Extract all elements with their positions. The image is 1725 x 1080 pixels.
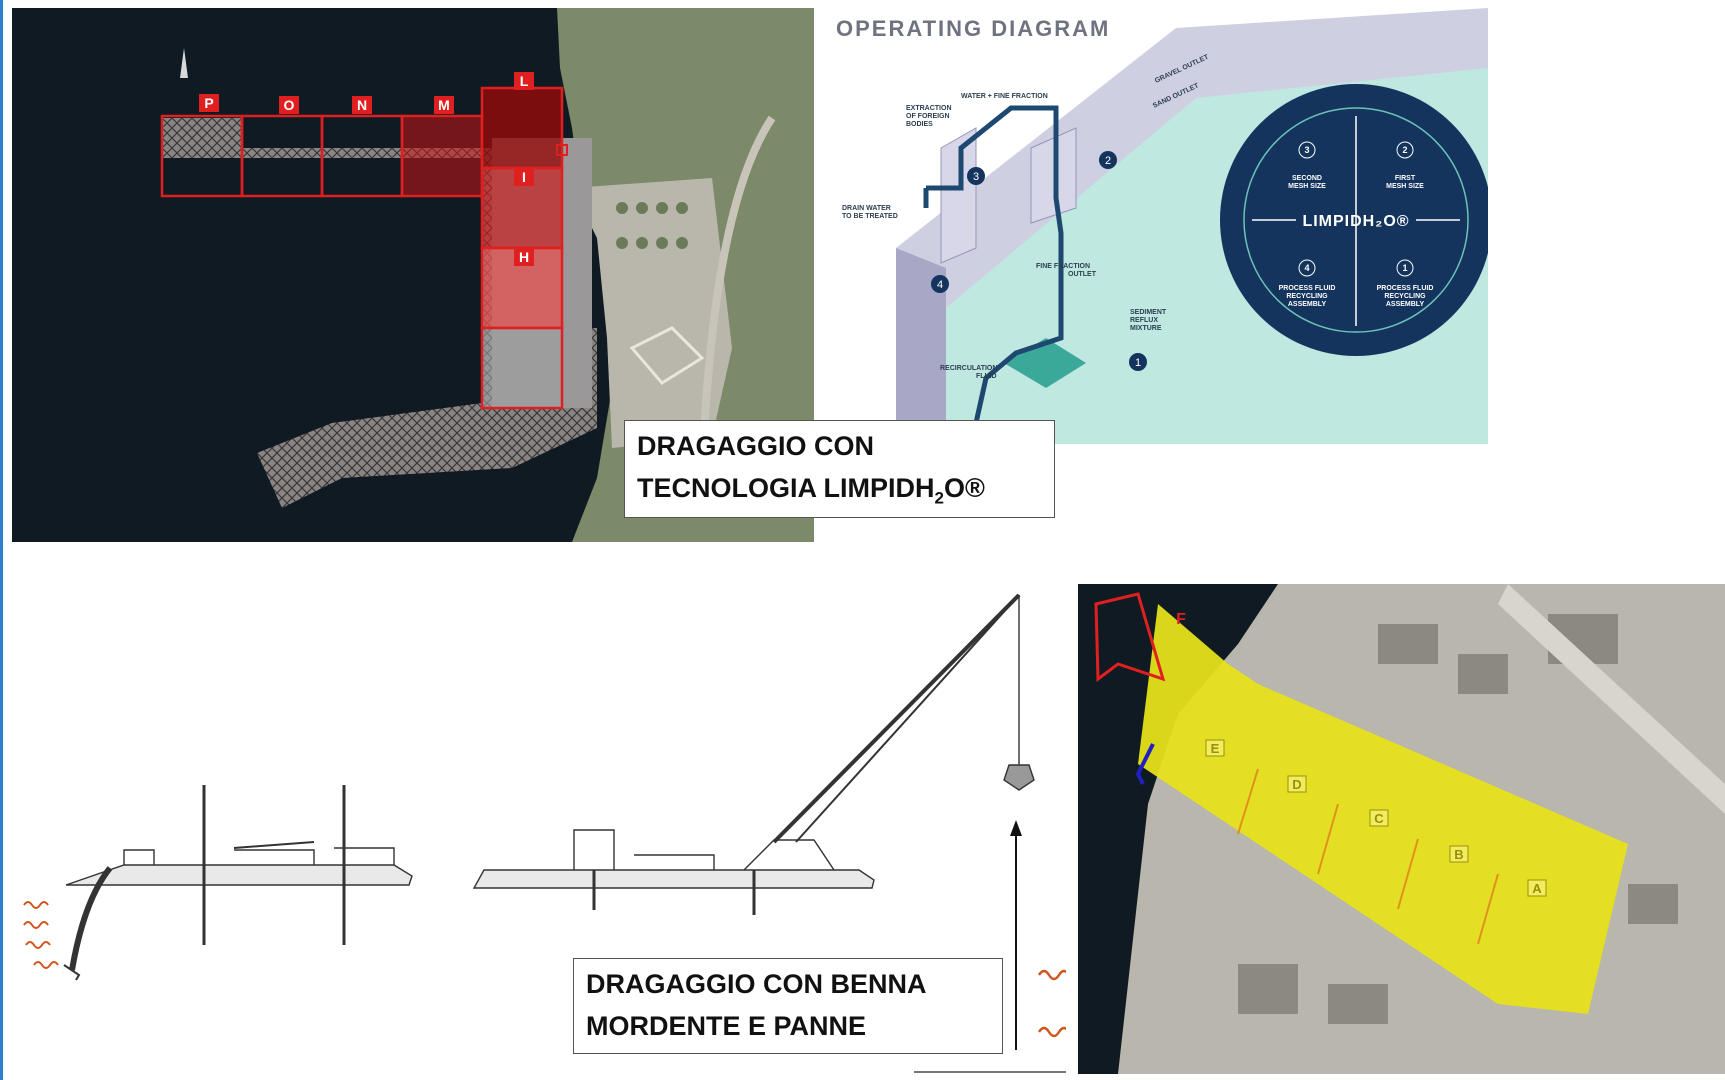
- callout-benna-line1: DRAGAGGIO CON BENNA: [586, 969, 927, 999]
- svg-text:REFLUX: REFLUX: [1130, 317, 1158, 324]
- svg-text:2: 2: [1402, 145, 1407, 155]
- svg-text:M: M: [438, 97, 450, 113]
- crane-barge: [472, 593, 1035, 915]
- limpidh2o-cycle-circle: LIMPIDH₂O® 3 SECOND MESH SIZE 2 FIRST ME…: [1220, 84, 1488, 356]
- svg-text:WATER + FINE FRACTION: WATER + FINE FRACTION: [961, 93, 1048, 100]
- callout-limpid-line1: DRAGAGGIO CON: [637, 431, 875, 461]
- zone-label-b: B: [1449, 845, 1469, 863]
- svg-text:ASSEMBLY: ASSEMBLY: [1288, 301, 1327, 308]
- svg-text:MESH SIZE: MESH SIZE: [1386, 183, 1424, 190]
- svg-text:1: 1: [1402, 263, 1407, 273]
- svg-text:L: L: [520, 73, 529, 89]
- zone-label-l: L: [514, 72, 534, 90]
- svg-text:PROCESS FLUID: PROCESS FLUID: [1377, 285, 1434, 292]
- satellite-map-top: P O N M L I H: [12, 8, 814, 542]
- diagram-title: OPERATING DIAGRAM: [836, 16, 1110, 41]
- svg-text:3: 3: [1304, 145, 1309, 155]
- callout-grab-dredging: DRAGAGGIO CON BENNA MORDENTE E PANNE: [573, 958, 1003, 1054]
- callout-limpidh2o-dredging: DRAGAGGIO CON TECNOLOGIA LIMPIDH2O®: [624, 420, 1055, 518]
- svg-text:B: B: [1454, 847, 1463, 862]
- svg-text:SEDIMENT: SEDIMENT: [1130, 309, 1167, 316]
- svg-text:I: I: [522, 169, 526, 185]
- left-edge-line: [0, 0, 3, 1080]
- zone-label-f: F: [1176, 611, 1186, 628]
- svg-text:FLUID: FLUID: [976, 373, 997, 380]
- svg-text:OUTLET: OUTLET: [1068, 271, 1097, 278]
- zone-label-e: E: [1205, 739, 1225, 757]
- turbidity-swirls-right: [1037, 969, 1066, 1038]
- svg-text:MESH SIZE: MESH SIZE: [1288, 183, 1326, 190]
- svg-text:H: H: [519, 249, 529, 265]
- svg-text:FINE FRACTION: FINE FRACTION: [1036, 263, 1090, 270]
- zone-label-c: C: [1369, 809, 1389, 827]
- zone-label-m: M: [434, 96, 454, 114]
- svg-text:OF FOREIGN: OF FOREIGN: [906, 113, 950, 120]
- callout-benna-line2: MORDENTE E PANNE: [586, 1011, 867, 1041]
- zone-label-i: I: [514, 168, 534, 186]
- svg-text:O: O: [284, 97, 295, 113]
- svg-text:1: 1: [1135, 357, 1141, 369]
- callout-limpid-line2: TECNOLOGIA LIMPIDH2O®: [637, 473, 985, 508]
- svg-text:N: N: [357, 97, 367, 113]
- zone-label-o: O: [279, 96, 299, 114]
- svg-text:RECYCLING: RECYCLING: [1286, 293, 1328, 300]
- port-yard: [572, 178, 732, 448]
- zone-label-d: D: [1287, 775, 1307, 793]
- svg-text:C: C: [1374, 811, 1384, 826]
- svg-text:MIXTURE: MIXTURE: [1130, 325, 1162, 332]
- svg-text:4: 4: [937, 279, 943, 291]
- zone-label-h: H: [514, 248, 534, 266]
- svg-text:ASSEMBLY: ASSEMBLY: [1386, 301, 1425, 308]
- svg-text:RECYCLING: RECYCLING: [1384, 293, 1426, 300]
- wall: [896, 248, 946, 423]
- operating-diagram: OPERATING DIAGRAM 1 2 3 4 WATER + FINE F…: [836, 8, 1488, 444]
- svg-text:BODIES: BODIES: [906, 121, 933, 128]
- dredging-vessels-drawing: [14, 580, 1066, 1080]
- boat: [180, 48, 188, 78]
- svg-text:LIMPIDH₂O®: LIMPIDH₂O®: [1302, 213, 1409, 230]
- cutter-dredger: [63, 785, 413, 981]
- svg-text:SECOND: SECOND: [1292, 175, 1322, 182]
- zone-f-outline: [1094, 592, 1166, 682]
- zone-label-a: A: [1527, 879, 1547, 897]
- svg-text:TO BE TREATED: TO BE TREATED: [842, 213, 898, 220]
- svg-text:F: F: [1176, 611, 1186, 628]
- svg-text:DRAIN WATER: DRAIN WATER: [842, 205, 891, 212]
- svg-text:D: D: [1292, 777, 1301, 792]
- svg-text:2: 2: [1105, 155, 1111, 167]
- svg-text:EXTRACTION: EXTRACTION: [906, 105, 952, 112]
- satellite-map-bottom: E D C B A F: [1078, 584, 1725, 1074]
- svg-text:A: A: [1532, 881, 1542, 896]
- svg-text:4: 4: [1304, 263, 1309, 273]
- svg-text:PROCESS FLUID: PROCESS FLUID: [1279, 285, 1336, 292]
- sea: [1078, 584, 1278, 1074]
- upper-plane: [896, 8, 1488, 308]
- svg-text:RECIRCULATION: RECIRCULATION: [940, 365, 997, 372]
- zone-label-n: N: [352, 96, 372, 114]
- yellow-dredge-area: [1138, 604, 1628, 1014]
- zone-label-p: P: [199, 94, 219, 112]
- sediment-pump: [1004, 338, 1086, 388]
- svg-text:P: P: [204, 95, 213, 111]
- svg-text:FIRST: FIRST: [1395, 175, 1416, 182]
- turbidity-swirls-left: [23, 901, 59, 969]
- svg-text:3: 3: [973, 171, 979, 183]
- svg-text:E: E: [1211, 741, 1220, 756]
